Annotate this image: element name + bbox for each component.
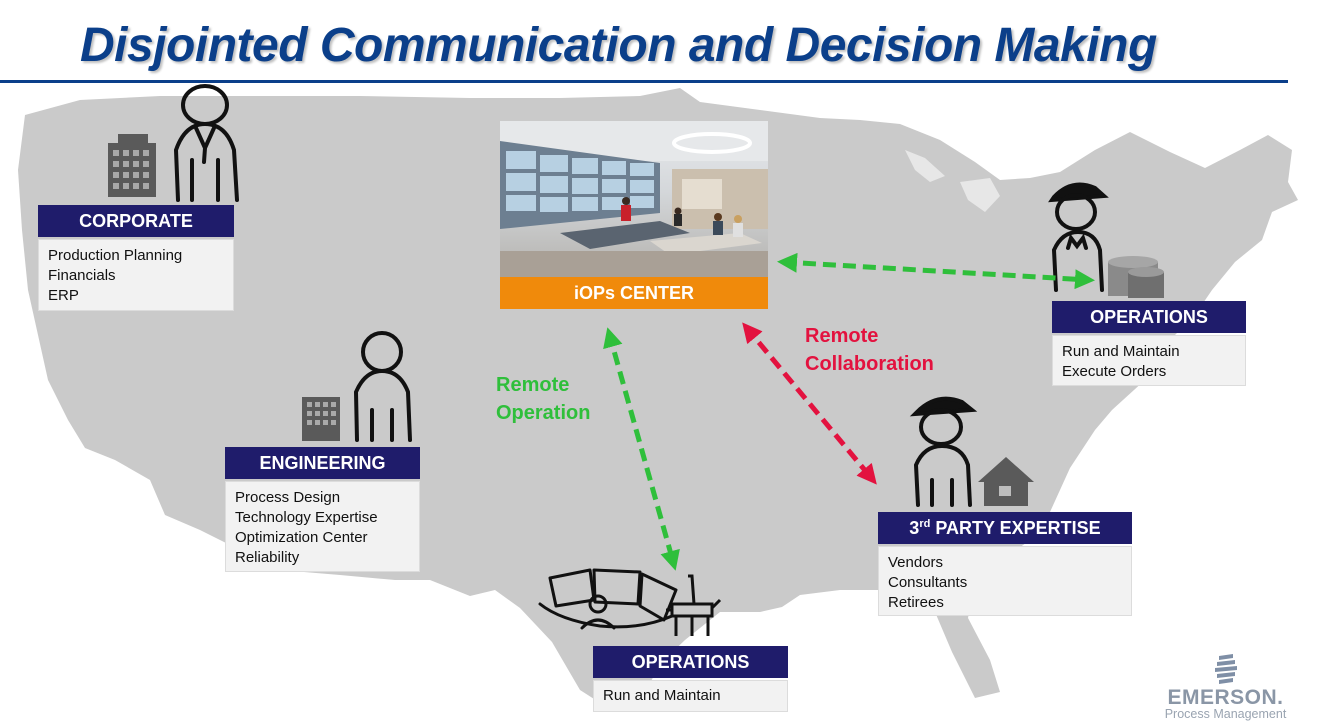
annotation-line: Operation	[496, 402, 591, 424]
operations-east-label: OPERATIONS	[1052, 301, 1246, 333]
office-building-icon	[302, 397, 340, 441]
title-underline	[0, 80, 1288, 83]
person-suit-icon	[173, 84, 239, 202]
third-party-item: Retirees	[888, 594, 944, 611]
engineering-item: Optimization Center	[235, 529, 368, 546]
third-party-expertise-label: 3rd PARTY EXPERTISE	[878, 512, 1132, 544]
remote-operation-annotation: Remote Operation	[496, 371, 590, 427]
engineering-item: Reliability	[235, 549, 300, 566]
operations-east-item: Run and Maintain	[1062, 343, 1180, 360]
remote-collaboration-arrow	[742, 322, 877, 485]
emerson-logo: EMERSON. Process Management	[1153, 654, 1298, 721]
engineering-label: ENGINEERING	[225, 447, 420, 479]
operations-south-label: OPERATIONS	[593, 646, 788, 678]
corporate-item: ERP	[48, 287, 79, 304]
emerson-logo-mark-icon	[1214, 654, 1237, 684]
corporate-label: CORPORATE	[38, 205, 234, 237]
iops-center-label: iOPs CENTER	[500, 277, 768, 309]
corporate-details: Production Planning Financials ERP	[38, 239, 234, 311]
operations-east-details: Run and Maintain Execute Orders	[1052, 335, 1246, 386]
annotation-line: Remote	[496, 374, 570, 396]
third-party-label-superscript: rd	[919, 518, 931, 530]
corporate-item: Financials	[48, 267, 116, 284]
building-icon	[108, 134, 156, 197]
third-party-label-rest: PARTY EXPERTISE	[930, 518, 1101, 538]
engineering-details: Process Design Technology Expertise Opti…	[225, 481, 420, 572]
person-icon	[353, 331, 412, 442]
third-party-label-prefix: 3	[909, 518, 920, 538]
storage-tanks-icon	[1108, 256, 1164, 298]
remote-operation-arrow	[603, 327, 680, 571]
engineering-item: Technology Expertise	[235, 509, 378, 526]
remote-collaboration-arrow-east	[777, 252, 1095, 290]
third-party-item: Vendors	[888, 554, 944, 571]
annotation-line: Remote	[805, 325, 879, 347]
page-title: Disjointed Communication and Decision Ma…	[80, 19, 1157, 72]
control-room-photo	[500, 121, 768, 278]
annotation-line: Collaboration	[805, 353, 934, 375]
operations-south-item: Run and Maintain	[603, 687, 721, 704]
worker-hardhat-icon	[1048, 182, 1109, 292]
logo-tagline: Process Management	[1164, 707, 1287, 721]
logo-brand-text: EMERSON.	[1167, 686, 1284, 709]
third-party-item: Consultants	[888, 574, 968, 591]
engineering-item: Process Design	[235, 489, 341, 506]
corporate-item: Production Planning	[48, 247, 183, 264]
third-party-details: Vendors Consultants Retirees	[878, 546, 1132, 616]
monitor-workstation-icon	[538, 568, 678, 630]
remote-collaboration-annotation: Remote Collaboration	[805, 322, 934, 378]
worker-hardhat-icon	[909, 396, 978, 507]
oil-rig-icon	[666, 574, 722, 636]
house-icon	[978, 457, 1034, 506]
operations-south-details: Run and Maintain	[593, 680, 788, 712]
operations-east-item: Execute Orders	[1062, 363, 1167, 380]
